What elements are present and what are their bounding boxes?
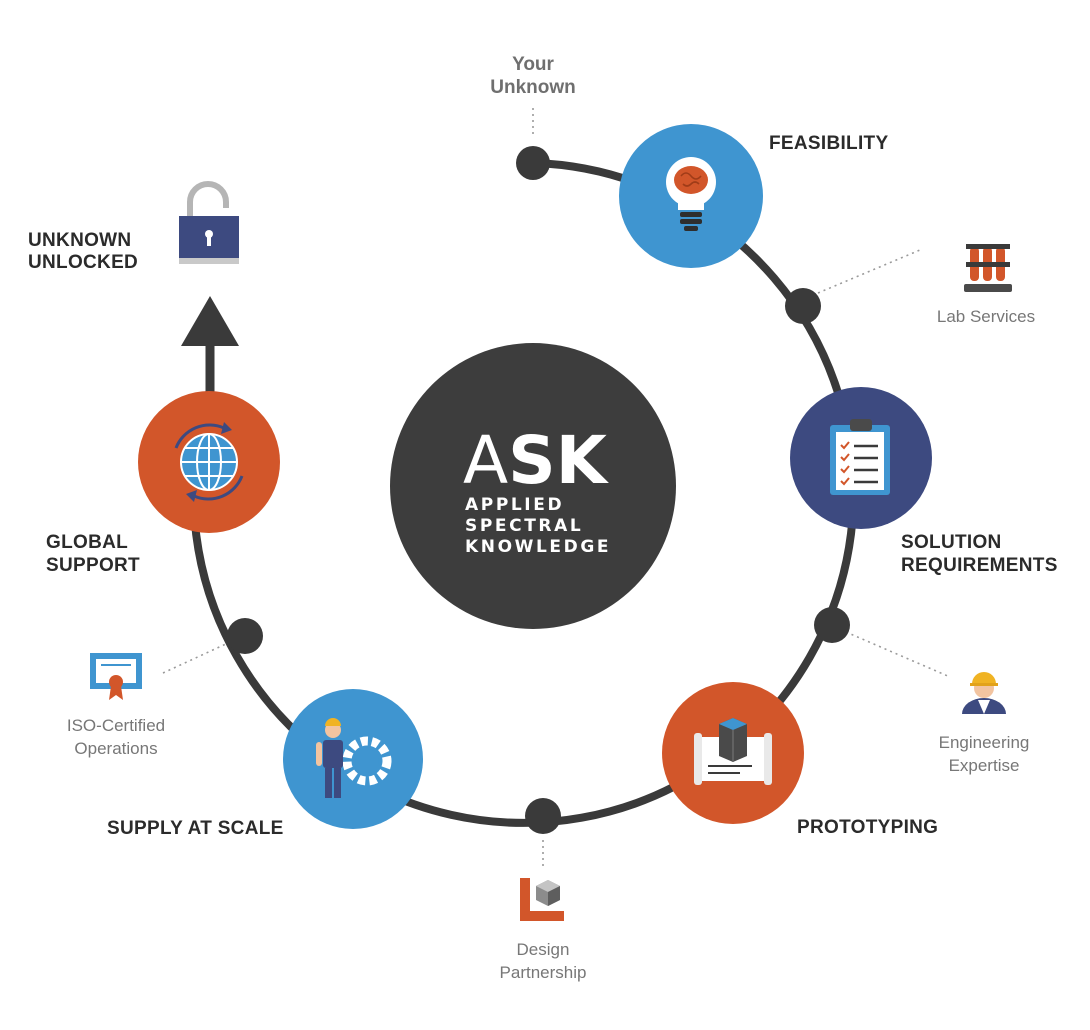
start-label-line-1: Your: [512, 54, 554, 75]
stage-label-solution-line-2: REQUIREMENTS: [901, 555, 1058, 576]
worker-gear-icon: [316, 718, 392, 798]
stage-label-solution-line-1: SOLUTION: [901, 532, 1002, 553]
brand-logo: ASK: [463, 422, 610, 499]
center-circle: [390, 343, 676, 629]
start-label-line-2: Unknown: [490, 77, 576, 98]
globe-arrows-icon: [174, 422, 244, 502]
stage-label-supply-at-scale: SUPPLY AT SCALE: [107, 818, 284, 839]
stage-label-global-line-2: SUPPORT: [46, 555, 140, 576]
stage-label-global-line-1: GLOBAL: [46, 532, 128, 553]
lightbulb-brain-icon: [666, 157, 716, 231]
engineer-hardhat-icon: [962, 672, 1006, 714]
outcome-arrow-head: [181, 296, 239, 346]
stage-solution-requirements: [790, 387, 932, 529]
brand-line-2: SPECTRAL: [465, 516, 583, 536]
brand-line-1: APPLIED: [465, 495, 564, 515]
service-label-engineering-line-1: Engineering: [939, 733, 1030, 752]
outcome-label-line-1: UNKNOWN: [28, 230, 131, 251]
dotted-connectors: [162, 108, 951, 870]
design-cube-icon: [520, 878, 564, 921]
service-label-design-line-1: Design: [517, 940, 570, 959]
stage-prototyping: [662, 682, 804, 824]
clipboard-checklist-icon: [830, 419, 890, 495]
service-label-iso-line-1: ISO-Certified: [67, 716, 165, 735]
brand-line-3: KNOWLEDGE: [465, 537, 611, 557]
stage-label-feasibility: FEASIBILITY: [769, 133, 888, 154]
blueprint-prototype-icon: [694, 718, 772, 785]
unlocked-padlock-icon: [179, 181, 239, 264]
service-label-lab-services: Lab Services: [937, 307, 1035, 326]
service-label-engineering-line-2: Expertise: [949, 756, 1020, 775]
stage-supply-at-scale: [283, 689, 423, 829]
start-node: [516, 146, 550, 180]
service-label-iso-line-2: Operations: [74, 739, 157, 758]
node-iso-certified: [227, 618, 263, 654]
outcome-label-line-2: UNLOCKED: [28, 252, 138, 273]
node-lab-services: [785, 288, 821, 324]
stage-feasibility: [619, 124, 763, 268]
stage-label-prototyping: PROTOTYPING: [797, 817, 938, 838]
stage-global-support: [138, 391, 280, 533]
certificate-icon: [90, 653, 142, 700]
node-design-partnership: [525, 798, 561, 834]
service-label-design-line-2: Partnership: [500, 963, 587, 982]
node-engineering-expertise: [814, 607, 850, 643]
test-tubes-icon: [964, 244, 1012, 292]
